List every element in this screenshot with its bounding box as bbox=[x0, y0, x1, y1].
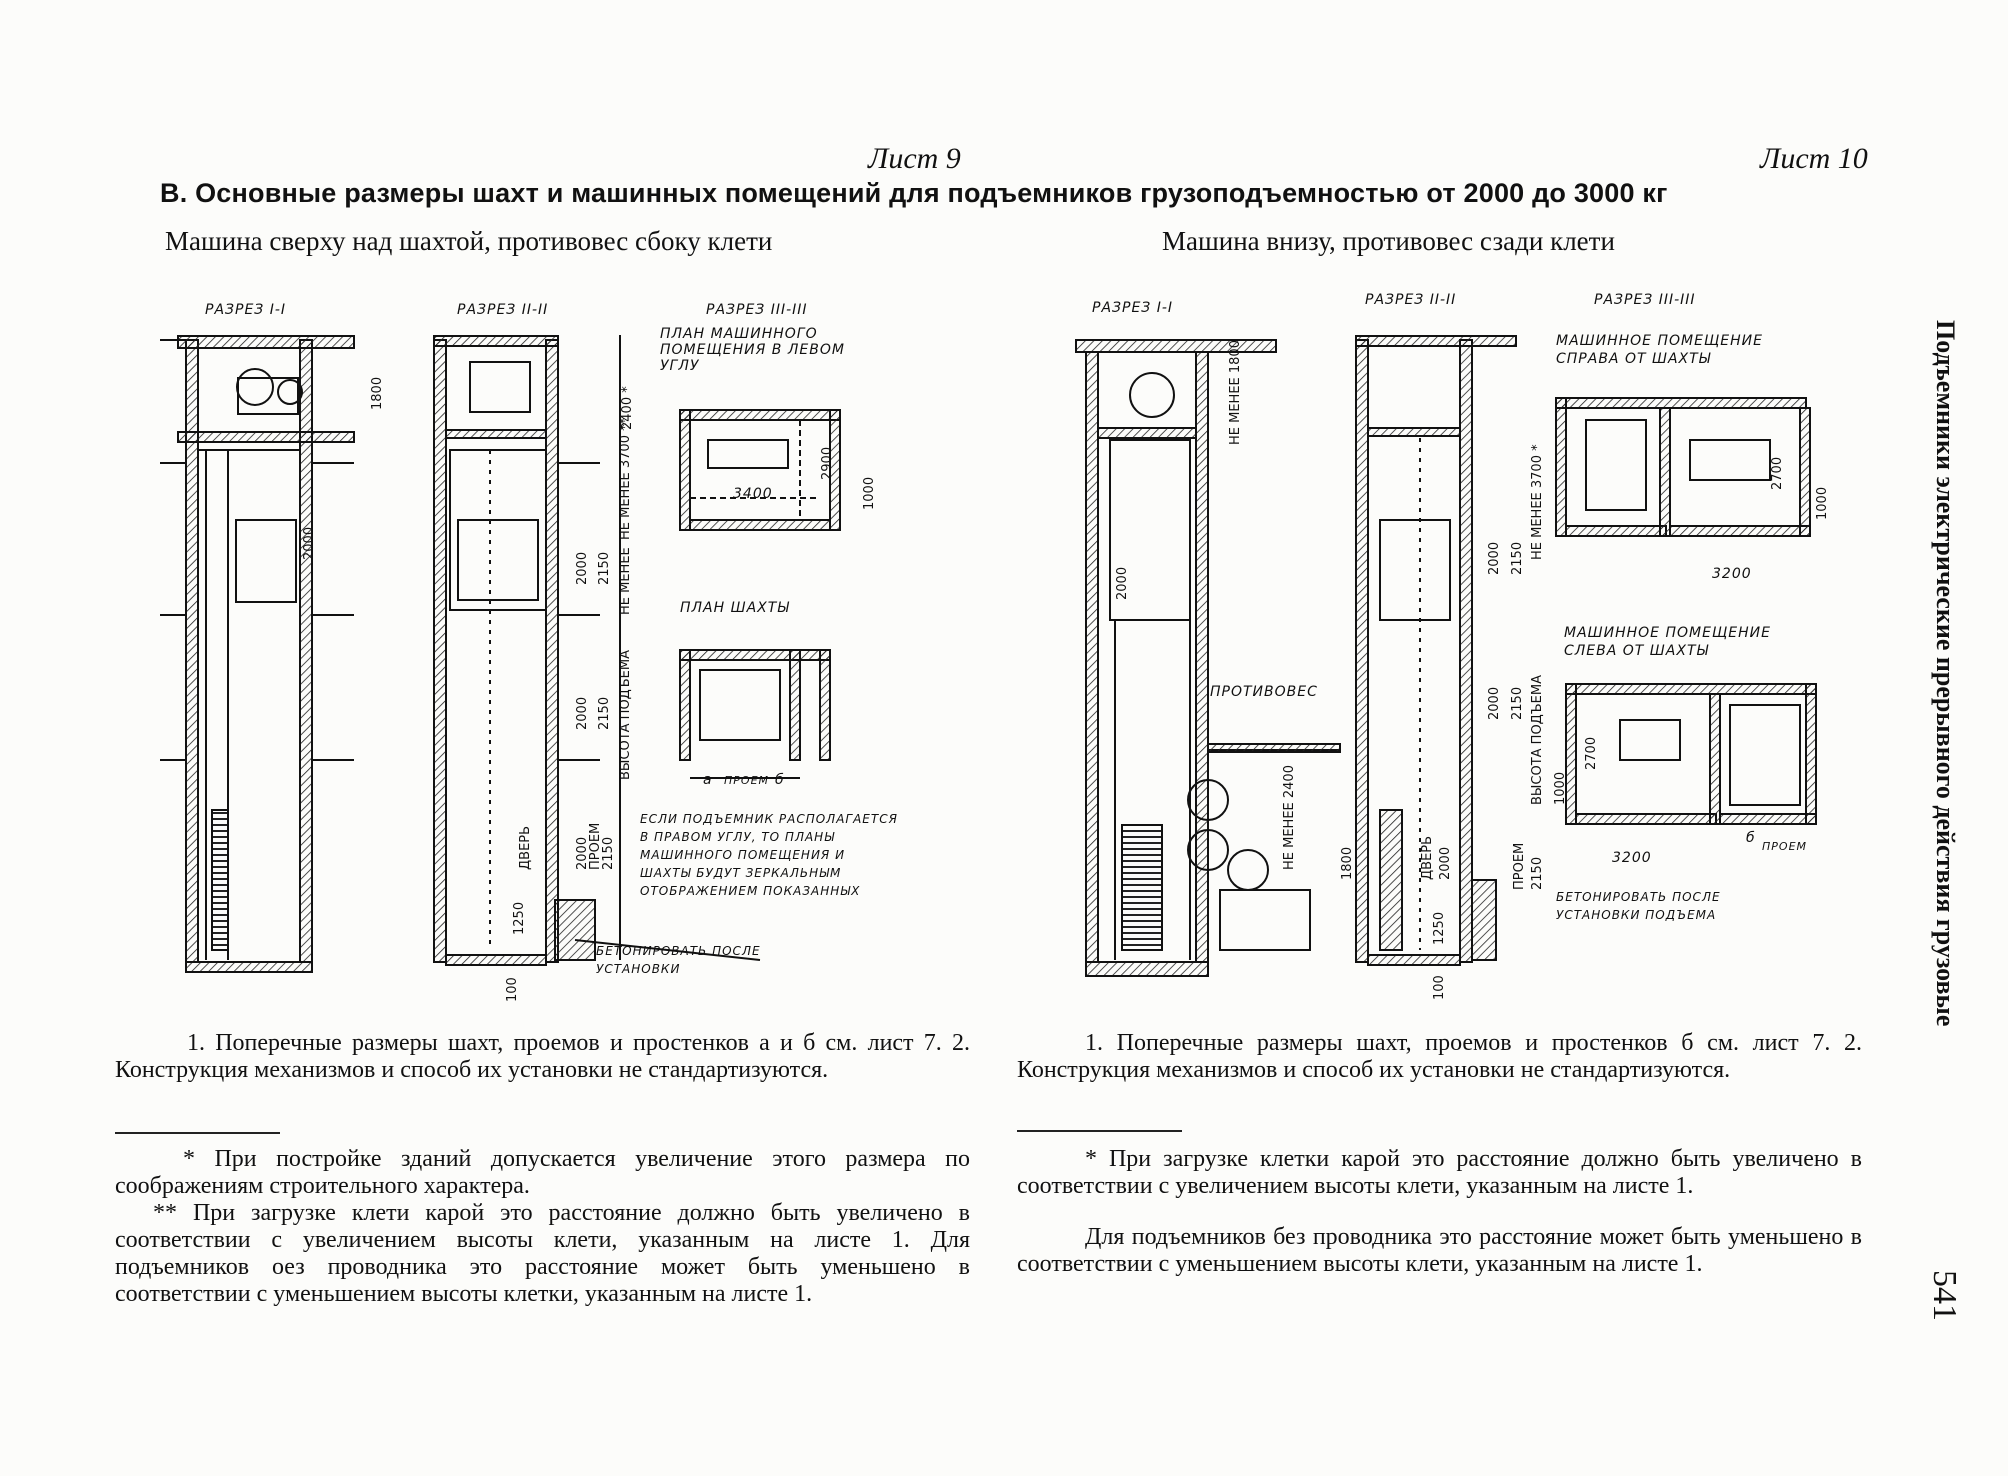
machine-plan-note: ПЛАН МАШИННОГО ПОМЕЩЕНИЯ В ЛЕВОМ УГЛУ bbox=[660, 326, 845, 374]
r-dim-min-3700: НЕ МЕНЕЕ 3700 * bbox=[1530, 444, 1545, 560]
notes-right-main: 1. Поперечные размеры шахт, проемов и пр… bbox=[1017, 1030, 1862, 1083]
dim-1250: 1250 bbox=[512, 901, 527, 935]
footnote-right-2: Для подъемников без проводника это расст… bbox=[1017, 1224, 1862, 1277]
r-dim-2000-lower: 2000 bbox=[1487, 686, 1502, 720]
dim-2000-cage: 2000 bbox=[302, 526, 317, 560]
counterweight-label: ПРОТИВОВЕС bbox=[1210, 684, 1318, 700]
r-dim-1250: 1250 bbox=[1432, 911, 1447, 945]
dim-100: 100 bbox=[505, 977, 520, 1002]
r-dim-min-1800: НЕ МЕНЕЕ 1800 bbox=[1228, 340, 1243, 445]
footnote-rule-left bbox=[115, 1132, 280, 1134]
dim-1000: 1000 bbox=[862, 476, 877, 510]
mirror-note: ЕСЛИ ПОДЪЕМНИК РАСПОЛАГАЕТСЯ В ПРАВОМ УГ… bbox=[640, 812, 898, 898]
dim-2000-lower: 2000 bbox=[575, 696, 590, 730]
r-dim-opening-plan: ПРОЕМ bbox=[1762, 840, 1808, 853]
right-section-2-label: РАЗРЕЗ II-II bbox=[1365, 292, 1457, 308]
footnote-rule-right bbox=[1017, 1130, 1182, 1132]
r-dim-100: 100 bbox=[1432, 975, 1447, 1000]
r-dim-lift-height: ВЫСОТА ПОДЪЕМА bbox=[1530, 675, 1545, 805]
dim-2150: 2150 bbox=[597, 551, 612, 585]
right-plan-machine-right bbox=[1556, 398, 1810, 536]
r-dim-2150: 2150 bbox=[1510, 541, 1525, 575]
right-concrete-note: БЕТОНИРОВАТЬ ПОСЛЕ УСТАНОВКИ ПОДЪЕМА bbox=[1556, 890, 1721, 922]
dim-min-3700: НЕ МЕНЕЕ 3700 ** bbox=[618, 417, 633, 540]
r-dim-opening: ПРОЕМ bbox=[1512, 842, 1527, 890]
subtitle-left: Машина сверху над шахтой, противовес сбо… bbox=[165, 226, 773, 256]
notes-left-main: 1. Поперечные размеры шахт, проемов и пр… bbox=[115, 1030, 970, 1083]
page-title: В. Основные размеры шахт и машинных поме… bbox=[160, 178, 1668, 208]
r-dim-2000: 2000 bbox=[1487, 541, 1502, 575]
subtitle-right: Машина внизу, противовес сзади клети bbox=[1162, 226, 1615, 256]
r-dim-2000-door: 2000 bbox=[1438, 846, 1453, 880]
side-title: Подъемники электрические прерывного дейс… bbox=[1931, 320, 1960, 1027]
r-dim-2000-cage: 2000 bbox=[1115, 566, 1130, 600]
left-section-3-plan bbox=[680, 410, 840, 530]
r-dim-2700-bottom: 2700 bbox=[1584, 736, 1599, 770]
dim-2150-opening: 2150 bbox=[601, 836, 616, 870]
dim-min: НЕ МЕНЕЕ bbox=[618, 547, 633, 615]
sheet-label-left: Лист 9 bbox=[868, 142, 961, 175]
left-section-3-label: РАЗРЕЗ III-III bbox=[706, 302, 808, 318]
right-section-1-label: РАЗРЕЗ I-I bbox=[1092, 300, 1174, 316]
r-dim-1800: 1800 bbox=[1340, 846, 1355, 880]
right-section-2 bbox=[1356, 336, 1516, 965]
left-shaft-plan bbox=[680, 650, 830, 778]
machine-left-label: МАШИННОЕ ПОМЕЩЕНИЕ СЛЕВА ОТ ШАХТЫ bbox=[1564, 625, 1771, 659]
r-dim-1000-top: 1000 bbox=[1815, 486, 1830, 520]
footnote-right-1: * При загрузке клетки карой это расстоян… bbox=[1017, 1146, 1862, 1199]
dim-1800: 1800 bbox=[370, 376, 385, 410]
right-plan-machine-left bbox=[1566, 684, 1816, 824]
dim-2900: 2900 bbox=[820, 446, 835, 480]
r-dim-min-2400: НЕ МЕНЕЕ 2400 bbox=[1282, 765, 1297, 870]
right-section-1 bbox=[1076, 340, 1340, 976]
right-section-3-label: РАЗРЕЗ III-III bbox=[1594, 292, 1696, 308]
left-concrete-note: БЕТОНИРОВАТЬ ПОСЛЕ УСТАНОВКИ bbox=[596, 944, 761, 976]
r-dim-1000: 1000 bbox=[1553, 771, 1568, 805]
footnote-left-2: ** При загрузке клети карой это расстоян… bbox=[115, 1200, 970, 1307]
dim-opening-plan: ПРОЕМ bbox=[724, 774, 770, 787]
r-dim-door: ДВЕРЬ bbox=[1420, 835, 1435, 880]
r-dim-3200-bottom: 3200 bbox=[1612, 850, 1652, 866]
left-section-1-label: РАЗРЕЗ I-I bbox=[205, 302, 287, 318]
r-dim-b: б bbox=[1746, 830, 1756, 846]
dim-a: а bbox=[703, 772, 713, 788]
left-section-1 bbox=[160, 336, 354, 972]
dim-2150-lower: 2150 bbox=[597, 696, 612, 730]
sheet-label-right: Лист 10 bbox=[1760, 142, 1868, 175]
left-section-2-label: РАЗРЕЗ II-II bbox=[457, 302, 549, 318]
shaft-plan-label: ПЛАН ШАХТЫ bbox=[680, 600, 790, 616]
left-section-2 bbox=[434, 335, 760, 965]
dim-b: б bbox=[775, 772, 785, 788]
r-dim-2150-lower: 2150 bbox=[1510, 686, 1525, 720]
r-dim-2150-opening: 2150 bbox=[1530, 856, 1545, 890]
dim-door: ДВЕРЬ bbox=[518, 825, 533, 870]
r-dim-3200-top: 3200 bbox=[1712, 566, 1752, 582]
dim-lift-height: ВЫСОТА ПОДЪЕМА bbox=[618, 650, 633, 780]
dim-2000: 2000 bbox=[575, 551, 590, 585]
machine-right-label: МАШИННОЕ ПОМЕЩЕНИЕ СПРАВА ОТ ШАХТЫ bbox=[1556, 333, 1763, 367]
footnote-left-1: * При постройке зданий допускается увели… bbox=[115, 1146, 970, 1199]
page-number: 541 bbox=[1926, 1270, 1963, 1321]
r-dim-2700-top: 2700 bbox=[1770, 456, 1785, 490]
dim-3400: 3400 bbox=[733, 486, 773, 502]
